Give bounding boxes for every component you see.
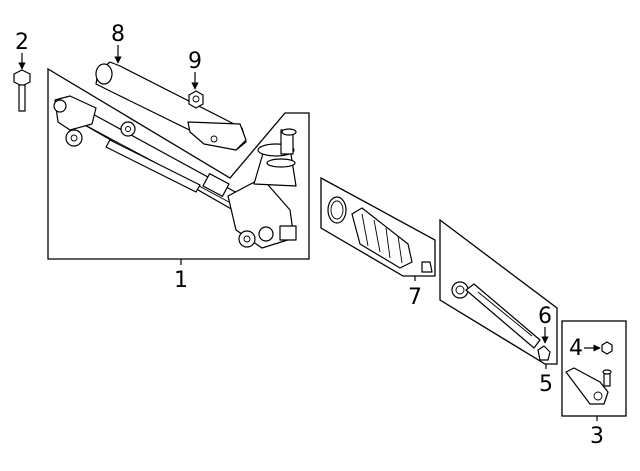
rack-housing-drawing [53,95,297,249]
callout-9: 9 [188,49,202,74]
callout-4: 4 [569,336,583,361]
group-7-outline [320,176,436,277]
boot-kit-group: 7 [320,176,436,310]
bolt-part-2: 2 [13,30,31,112]
callout-2: 2 [15,30,29,55]
group-1-outline [47,67,310,260]
group-3-outline [561,320,627,417]
callout-6: 6 [538,304,552,329]
callout-3: 3 [590,424,604,449]
rack-cover-part: 8 [95,22,247,151]
callout-7: 7 [408,285,422,310]
tie-rod-end-group: 4 3 [561,320,627,449]
group-5-outline [439,218,558,365]
callout-8: 8 [111,22,125,47]
nut-part-9: 9 [188,49,204,109]
callout-5: 5 [539,372,553,397]
callout-1: 1 [174,268,188,293]
inner-tie-rod-group: 6 5 [439,218,558,397]
steering-rack-assembly-group: 1 [47,67,310,293]
